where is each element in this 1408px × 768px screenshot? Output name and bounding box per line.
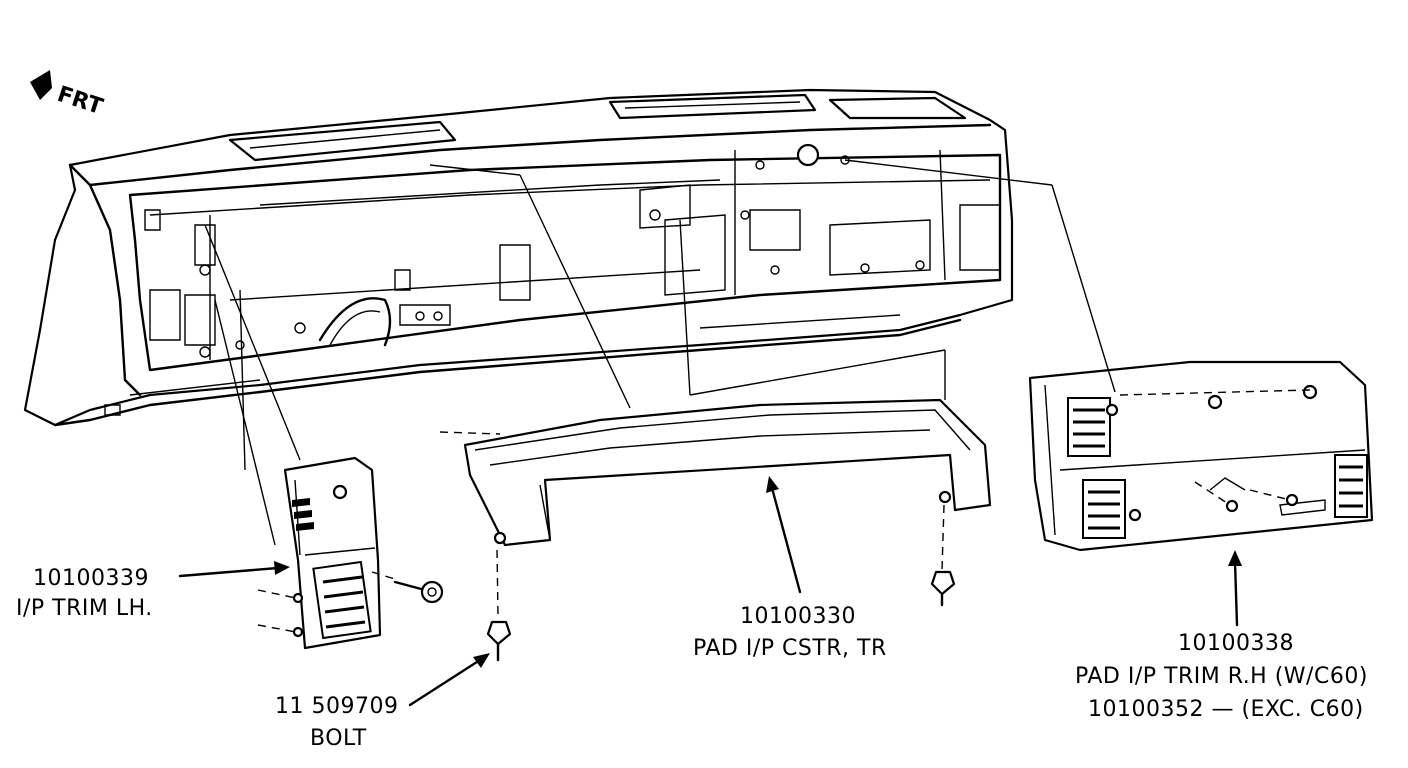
center-pad-part — [463, 398, 992, 547]
callout-arrows — [178, 476, 1242, 707]
lh-trim-part-number: 10100339 — [33, 566, 149, 591]
lh-trim-description: I/P TRIM LH. — [16, 596, 153, 621]
lh-trim-part — [283, 456, 382, 650]
lh-screw — [393, 580, 444, 604]
label-rh-trim: 10100338 PAD I/P TRIM R.H (W/C60) 101003… — [1075, 631, 1368, 722]
front-direction-marker: FRT — [30, 70, 106, 120]
instrument-panel-carrier — [23, 88, 1014, 427]
bolt-description: BOLT — [310, 726, 367, 751]
rh-trim-part — [1028, 360, 1374, 552]
rh-trim-description: PAD I/P TRIM R.H (W/C60) — [1075, 664, 1368, 689]
front-label: FRT — [54, 82, 105, 120]
rh-trim-alt-part: 10100352 — (EXC. C60) — [1088, 697, 1364, 722]
bolt-left — [486, 620, 512, 662]
center-pad-part-number: 10100330 — [740, 604, 856, 629]
label-center-pad: 10100330 PAD I/P CSTR, TR — [693, 604, 887, 661]
bolt-right — [930, 570, 956, 607]
rh-trim-part-number: 10100338 — [1178, 631, 1294, 656]
center-pad-description: PAD I/P CSTR, TR — [693, 636, 887, 661]
alignment-lines — [204, 159, 1311, 633]
label-lh-trim: 10100339 I/P TRIM LH. — [16, 566, 153, 621]
label-bolt: 11 509709 BOLT — [275, 694, 398, 751]
bolt-part-number: 11 509709 — [275, 694, 398, 719]
front-arrow-icon — [30, 70, 52, 100]
